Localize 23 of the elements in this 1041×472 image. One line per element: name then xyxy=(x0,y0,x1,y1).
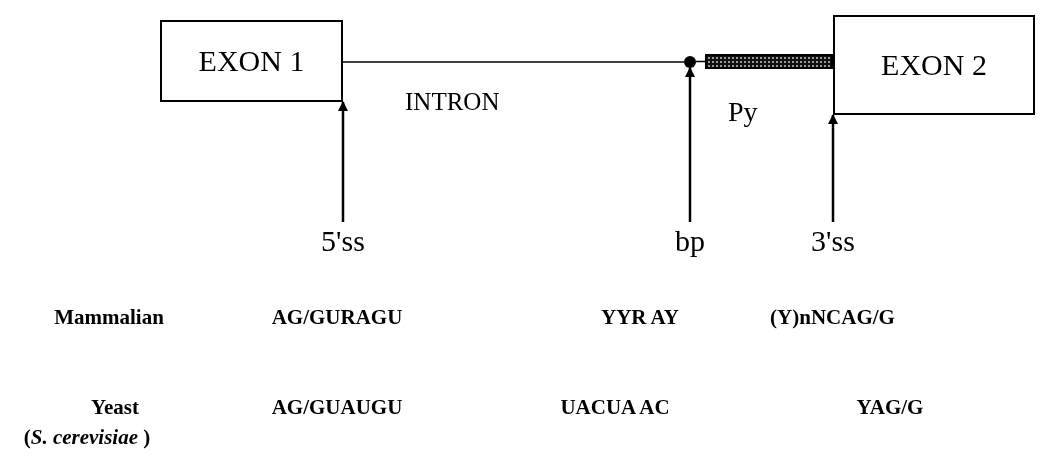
arrow xyxy=(828,114,838,222)
region-label: Py xyxy=(728,96,758,128)
site-label: bp xyxy=(660,222,720,260)
site-label: 3'ss xyxy=(794,222,872,260)
intron-line xyxy=(342,61,685,63)
sequence-label: (S. cerevisiae ) xyxy=(22,425,152,450)
arrow xyxy=(685,67,695,222)
sequence-label: (Y)nNCAG/G xyxy=(769,305,896,330)
sequence-label: YAG/G xyxy=(855,395,925,420)
sequence-label: AG/GURAGU xyxy=(270,305,404,330)
sequence-label: Yeast xyxy=(90,395,140,420)
exon-box xyxy=(833,15,1035,115)
branch-point-dot xyxy=(684,56,696,68)
polypyrimidine-tract-bar xyxy=(705,54,833,69)
arrow xyxy=(338,101,348,222)
exon-box xyxy=(160,20,343,102)
exon-label: EXON 2 xyxy=(881,48,987,82)
exon-label: EXON 1 xyxy=(198,44,305,78)
sequence-label: UACUA AC xyxy=(559,395,671,420)
site-label: 5'ss xyxy=(306,222,380,260)
sequence-label: YYR AY xyxy=(600,305,680,330)
sequence-label: AG/GUAUGU xyxy=(270,395,404,420)
sequence-label: Mammalian xyxy=(53,305,165,330)
